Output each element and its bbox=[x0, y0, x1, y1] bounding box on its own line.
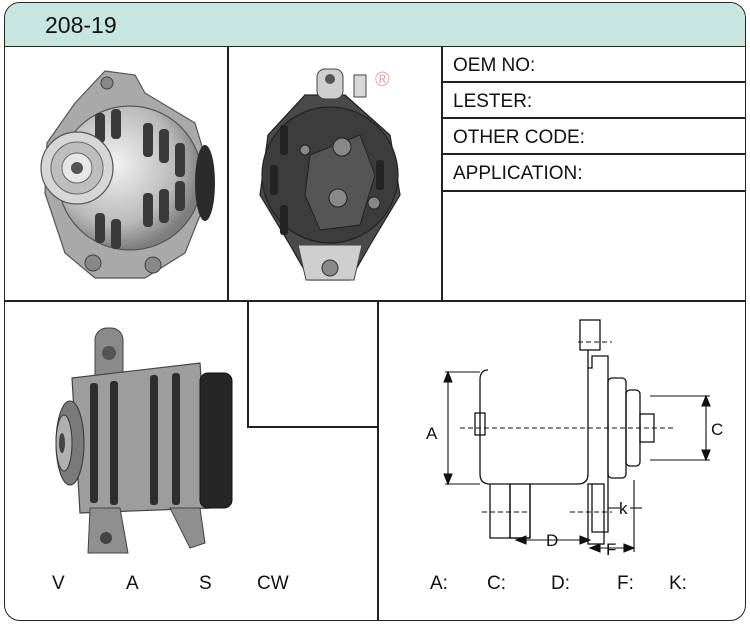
dim-spec-d-label: D: bbox=[551, 573, 570, 594]
info-row-divider bbox=[441, 153, 745, 155]
alternator-rear-photo bbox=[259, 68, 401, 281]
dim-spec-f-label: F: bbox=[617, 573, 634, 594]
info-row-divider bbox=[441, 81, 745, 83]
info-row-divider bbox=[441, 190, 745, 192]
grid-divider-bottom-right bbox=[377, 300, 379, 620]
lester-label: LESTER: bbox=[453, 91, 533, 112]
spec-voltage-label: V bbox=[52, 573, 65, 594]
part-number-title: 208-19 bbox=[45, 12, 117, 38]
alternator-front-photo bbox=[40, 70, 215, 279]
dim-label-c: C bbox=[711, 420, 723, 439]
dim-label-a: A bbox=[426, 424, 438, 443]
info-row-divider bbox=[441, 117, 745, 119]
dimension-diagram: A C D F k bbox=[426, 319, 723, 558]
application-label: APPLICATION: bbox=[453, 163, 583, 184]
alternator-side-photo bbox=[55, 327, 233, 554]
grid-divider-bottom-box bbox=[247, 426, 377, 428]
grid-divider-photo2 bbox=[441, 46, 443, 300]
dim-spec-a-label: A: bbox=[430, 573, 448, 594]
other-code-label: OTHER CODE: bbox=[453, 127, 585, 148]
oem-no-label: OEM NO: bbox=[453, 55, 536, 76]
spec-spline-label: S bbox=[199, 573, 212, 594]
dim-label-f: F bbox=[606, 540, 616, 558]
product-card: 208-19 OEM NO: LESTER: OTHER CODE: APPLI… bbox=[4, 2, 746, 621]
trademark-symbol: ® bbox=[375, 69, 390, 91]
grid-divider-photo1 bbox=[227, 46, 229, 300]
spec-amperage-label: A bbox=[126, 573, 139, 594]
grid-divider-middle bbox=[5, 300, 745, 302]
grid-divider-bottom-left bbox=[247, 300, 249, 427]
dim-spec-k-label: K: bbox=[669, 573, 687, 594]
dim-label-k: k bbox=[619, 499, 628, 518]
spec-rotation-label: CW bbox=[257, 573, 289, 594]
dim-label-d: D bbox=[546, 531, 558, 550]
header-bar: 208-19 bbox=[5, 3, 745, 47]
dim-spec-c-label: C: bbox=[487, 573, 506, 594]
